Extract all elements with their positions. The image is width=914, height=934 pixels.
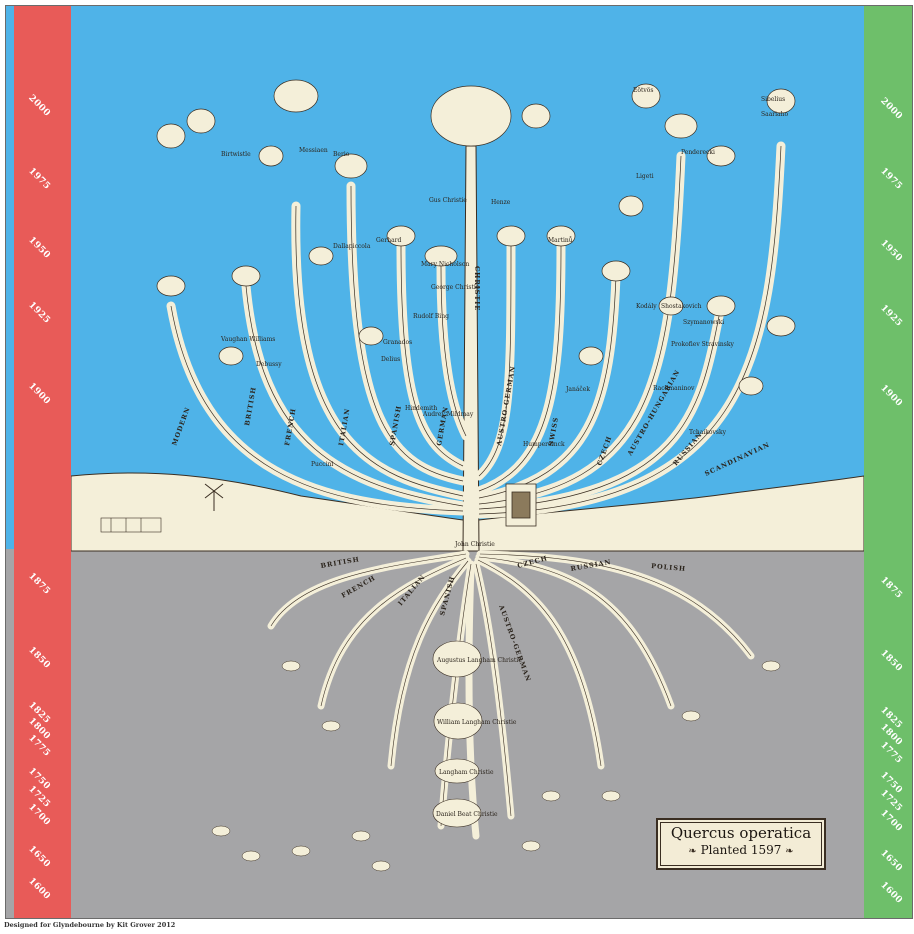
branch-spanish [401,246,463,466]
trunk-base-label: John Christie [454,541,495,548]
root-label: AUSTRO-GERMAN [497,603,533,683]
name-label: Puccini [311,461,333,468]
plaque-subtitle-text: Planted 1597 [701,843,782,857]
crest-icon [506,484,536,526]
year-label: 1875 [878,575,904,601]
year-label: 1950 [878,238,904,264]
name-label: Gerhard [376,237,402,244]
root-label: POLISH [651,562,687,573]
name-label: Janáček [565,386,590,393]
year-label: 1875 [26,571,52,597]
name-label: Rudolf Bing [413,313,449,320]
name-label: Eötvös [633,87,653,94]
name-label: Szymanowski [683,319,724,326]
year-label: 2000 [26,93,52,119]
root-name: William Langham Christie [437,719,517,726]
year-label: 1975 [878,166,904,192]
year-label: 1700 [878,808,904,834]
year-label: 1650 [26,844,52,870]
name-label: Debussy [256,361,282,368]
name-label: Kodály [636,303,657,310]
root-label: BRITISH [320,555,360,570]
name-label: Prokofiev Stravinsky [671,341,734,348]
name-label: Granados [383,339,412,346]
year-label: 1925 [26,300,52,326]
root-name: Langham Christie [439,769,494,776]
name-label: Ligeti [636,173,654,180]
title-plaque: Quercus operatica ❧ Planted 1597 ❧ [656,818,826,870]
name-label: George Christie [431,284,480,291]
oak-tree-illustration: CHRISTIE MODERN BRITISH FRENCH ITALIAN S… [71,6,864,918]
name-label: Messiaen [299,147,328,154]
name-label: Humperdinck [523,441,565,448]
plaque-title: Quercus operatica [658,824,824,842]
branch-label: SCANDINAVIAN [703,441,771,478]
name-label: Delius [381,356,400,363]
name-label: Berio [333,151,350,158]
right-year-bar: 2000 1975 1950 1925 1900 1875 1850 1825 … [864,6,913,918]
name-label: Sibelius [761,96,785,103]
leaf-ornament-icon: ❧ [785,846,793,857]
name-label: Penderecki [681,149,715,156]
year-label: 1850 [26,645,52,671]
root-austro-german [476,564,511,816]
year-label: 1950 [26,235,52,261]
root-name: Daniel Beat Christie [436,811,498,818]
branch-label: MODERN [170,406,191,447]
name-label: Audrey Mildmay [422,411,474,418]
name-label: Gus Christie [429,197,467,204]
year-label: 1975 [26,166,52,192]
name-label: Henze [491,199,511,206]
left-year-bar: 2000 1975 1950 1925 1900 1875 1850 1825 … [14,6,71,918]
name-label: Tchaikovsky [689,429,727,436]
name-label: Vaughan Williams [220,336,275,343]
branch-label: SPANISH [388,405,403,447]
name-label: Rachmaninov [653,385,695,392]
poster-frame: 2000 1975 1950 1925 1900 1875 1850 1825 … [5,5,913,919]
plaque-subtitle: ❧ Planted 1597 ❧ [658,843,824,857]
name-label: Dallapiccola [333,243,371,250]
designer-credit: Designed for Glyndebourne by Kit Grover … [4,921,175,929]
name-label: Shostakovich [661,303,702,310]
name-label: Saariaho [761,111,788,118]
name-label: Martinů [548,237,573,244]
year-label: 1900 [878,383,904,409]
name-label: Birtwistle [221,151,251,158]
leaf-ornament-icon: ❧ [688,846,696,857]
year-label: 2000 [878,96,904,122]
year-label: 1600 [878,880,904,906]
root-name: Augustus Langham Christie [436,657,522,664]
branch-label: BRITISH [243,386,258,426]
root-main [469,566,476,836]
year-label: 1650 [878,848,904,874]
year-label: 1850 [878,648,904,674]
name-label: Mary Nicholson [421,261,470,268]
year-label: 1925 [878,303,904,329]
year-label: 1600 [26,876,52,902]
year-label: 1900 [26,381,52,407]
name-label: Hindemith [405,405,437,412]
